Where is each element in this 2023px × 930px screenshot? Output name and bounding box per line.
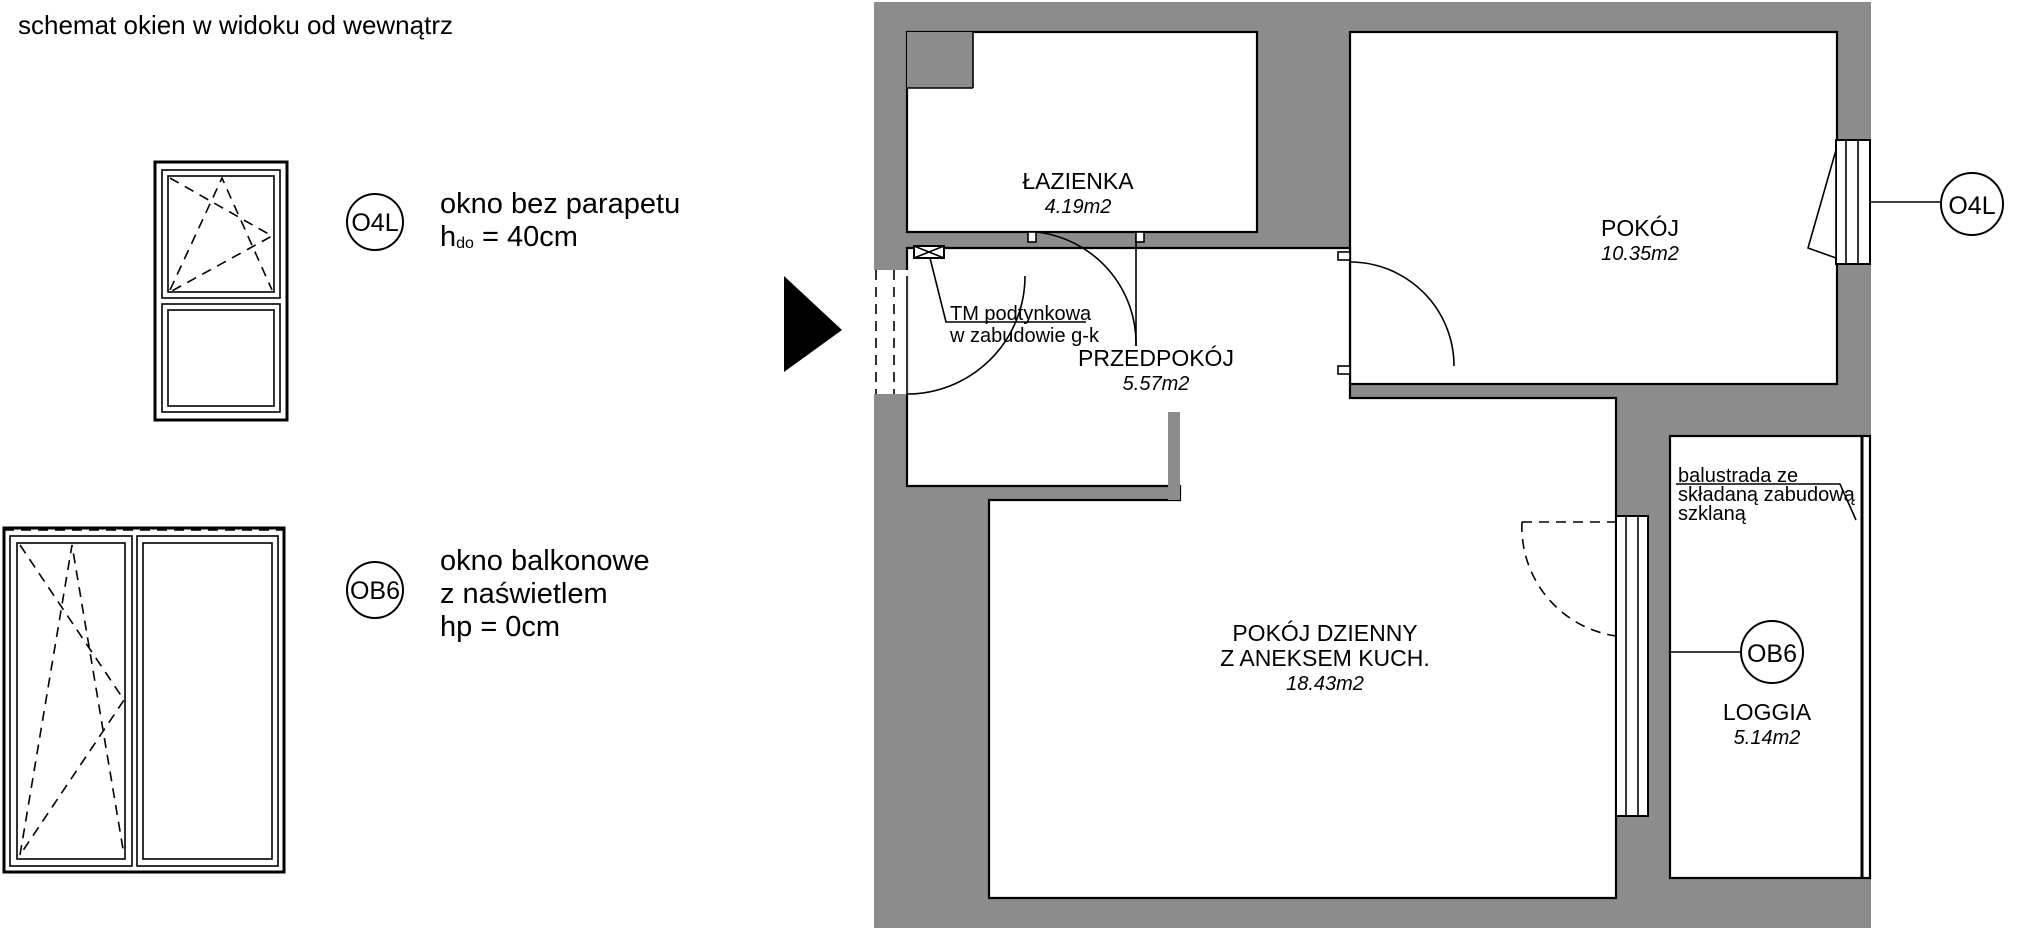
label-bedroom-name: POKÓJ	[1601, 215, 1679, 241]
label-loggia-area: 5.14m2	[1734, 727, 1801, 749]
label-living-name-2: Z ANEKSEM KUCH.	[1220, 645, 1430, 671]
legend-title: schemat okien w widoku od wewnątrz	[18, 10, 453, 40]
label-bathroom-name: ŁAZIENKA	[1022, 168, 1134, 194]
note-tm-line2: w zabudowie g-k	[949, 325, 1100, 347]
bathroom-door-swing	[1035, 231, 1137, 347]
label-loggia-name: LOGGIA	[1723, 699, 1812, 725]
entrance-opening	[874, 270, 908, 394]
tag-ob6-plan: OB6	[1740, 620, 1804, 684]
tm-box	[913, 245, 945, 259]
entrance-arrow	[784, 276, 842, 372]
tm-leader	[929, 257, 1086, 323]
partition-stub	[1168, 412, 1180, 500]
window-ob6-elevation	[2, 526, 286, 874]
bedroom-door-swing	[1349, 261, 1455, 367]
note-balustrade-line2: składaną zabudową	[1678, 484, 1856, 506]
entrance-door-swing	[906, 275, 1026, 395]
note-balustrade-line1: balustrada ze	[1678, 465, 1798, 487]
tag-o4l-plan: O4L	[1940, 172, 2004, 236]
note-tm-line1: TM podtynkowa	[950, 303, 1092, 325]
svg-text:O4L: O4L	[1948, 192, 1995, 220]
legend-o4l-line1: okno bez parapetu	[440, 188, 680, 220]
svg-text:OB6: OB6	[1747, 640, 1797, 668]
bedroom-window	[1807, 139, 1871, 265]
tag-ob6-legend: OB6	[346, 561, 404, 619]
label-bedroom-area: 10.35m2	[1601, 243, 1679, 265]
legend-ob6-line2: z naświetlem	[440, 578, 608, 610]
legend-ob6-line1: okno balkonowe	[440, 545, 650, 577]
bathroom-notch-wall	[907, 32, 973, 88]
label-bathroom-area: 4.19m2	[1045, 196, 1112, 218]
room-bathroom	[905, 30, 1259, 234]
tag-o4l-legend: O4L	[346, 193, 404, 251]
label-hall-area: 5.57m2	[1123, 373, 1190, 395]
label-living-name-1: POKÓJ DZIENNY	[1232, 620, 1417, 646]
room-bedroom	[1348, 30, 1839, 386]
balcony-door-frame	[1615, 515, 1649, 817]
note-balustrade-line3: szklaną	[1678, 503, 1747, 525]
svg-text:O4L: O4L	[351, 209, 398, 237]
balustrade-leader	[1676, 483, 1857, 521]
svg-text:OB6: OB6	[350, 577, 400, 605]
balcony-door-swing	[1521, 521, 1617, 637]
legend-o4l-height: hdo = 40cm	[440, 221, 578, 253]
window-o4l-elevation	[153, 160, 289, 422]
label-hall-name: PRZEDPOKÓJ	[1078, 345, 1234, 371]
label-living-area: 18.43m2	[1286, 673, 1364, 695]
room-hall-living	[905, 246, 1618, 900]
legend-ob6-line3: hp = 0cm	[440, 611, 560, 643]
